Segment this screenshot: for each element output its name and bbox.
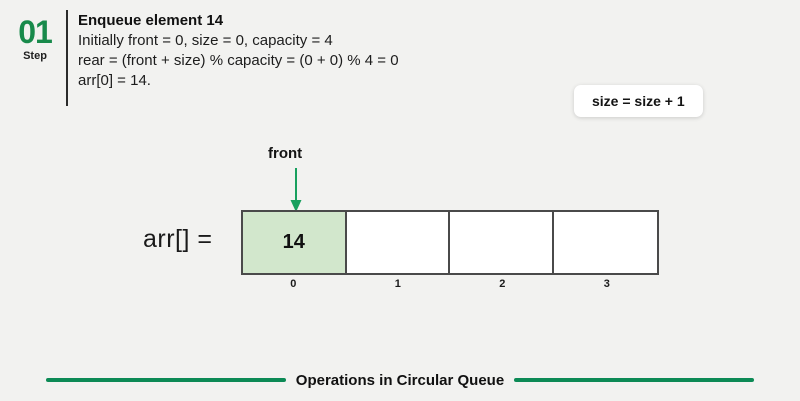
array-index-2: 2	[499, 278, 506, 290]
front-pointer-label: front	[268, 145, 303, 162]
step-line-3: arr[0] = 14.	[78, 72, 151, 89]
array-cell-2	[450, 212, 554, 273]
front-arrow-icon	[288, 168, 304, 213]
array-index-1: 1	[394, 278, 401, 290]
array-index-0: 0	[290, 278, 297, 290]
array-name-label: arr[] =	[143, 225, 213, 253]
footer-title: Operations in Circular Queue	[295, 371, 505, 389]
footer-rule-left	[45, 378, 286, 382]
array-cell-3	[553, 212, 657, 273]
array-cells-container: 14	[241, 210, 659, 275]
footer-rule-right	[514, 378, 755, 382]
step-title: Enqueue element 14	[78, 12, 224, 29]
array-cell-0: 14	[243, 212, 347, 273]
step-badge: 01 Step	[8, 16, 62, 63]
step-description: Enqueue element 14 Initially front = 0, …	[78, 11, 558, 91]
footer: Operations in Circular Queue	[0, 360, 800, 400]
step-header: 01 Step Enqueue element 14 Initially fro…	[0, 0, 800, 130]
array-index-3: 3	[603, 278, 610, 290]
array-index-row: 0 1 2 3	[241, 278, 659, 290]
size-update-badge: size = size + 1	[574, 85, 703, 117]
array-diagram: front arr[] = 14 0 1 2 3	[0, 130, 800, 320]
step-word-label: Step	[23, 50, 47, 62]
step-line-2: rear = (front + size) % capacity = (0 + …	[78, 52, 399, 69]
step-line-1: Initially front = 0, size = 0, capacity …	[78, 32, 333, 49]
step-number: 01	[18, 14, 53, 50]
array-cell-1	[346, 212, 450, 273]
header-vertical-divider	[66, 10, 68, 106]
